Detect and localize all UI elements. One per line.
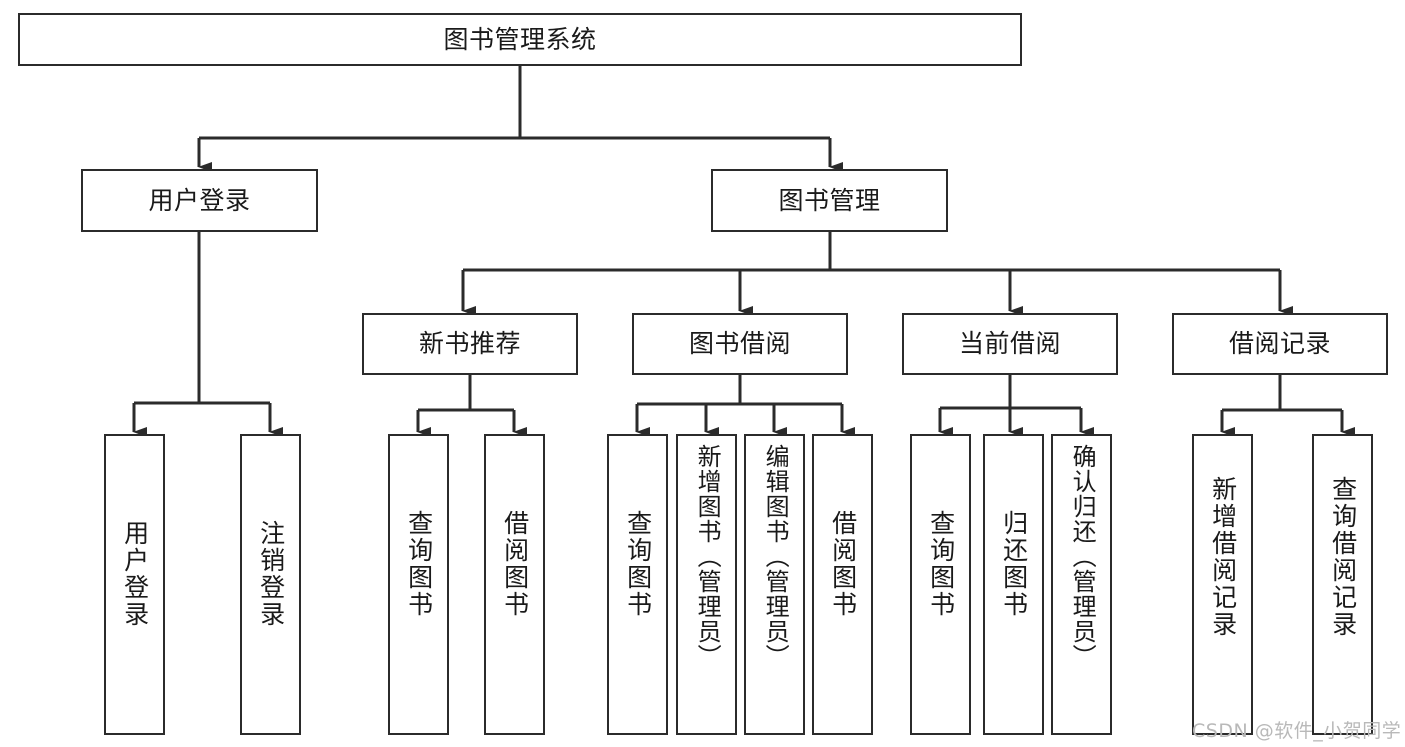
node-leaf-borrow-book-1[interactable]: 借阅图书 — [484, 434, 545, 735]
node-leaf-query-book-2[interactable]: 查询图书 — [607, 434, 668, 735]
node-leaf-borrow-book-1-label: 借阅图书 — [500, 510, 530, 618]
edge-new-book-recommend-to-leaves — [416, 375, 527, 437]
node-leaf-query-record[interactable]: 查询借阅记录 — [1312, 434, 1373, 735]
node-book-management-label: 图书管理 — [778, 185, 881, 215]
node-leaf-borrow-book-2-label: 借阅图书 — [828, 510, 858, 618]
node-user-login-label: 用户登录 — [148, 185, 251, 215]
node-root-label: 图书管理系统 — [443, 24, 597, 54]
node-leaf-user-logout-label: 注销登录 — [256, 520, 286, 628]
node-leaf-user-logout[interactable]: 注销登录 — [240, 434, 301, 735]
node-book-borrow-label: 图书借阅 — [688, 329, 791, 359]
node-leaf-user-login-label: 用户登录 — [120, 520, 150, 628]
node-book-borrow[interactable]: 图书借阅 — [632, 313, 848, 375]
node-borrow-record-label: 借阅记录 — [1228, 329, 1331, 359]
node-root[interactable]: 图书管理系统 — [18, 13, 1022, 66]
node-user-login[interactable]: 用户登录 — [81, 169, 318, 232]
node-leaf-query-book-2-label: 查询图书 — [623, 510, 653, 618]
node-leaf-confirm-return-label: 确认归还（管理员） — [1068, 444, 1097, 669]
node-new-book-recommend[interactable]: 新书推荐 — [362, 313, 578, 375]
node-leaf-edit-book-label: 编辑图书（管理员） — [761, 444, 790, 669]
edge-current-borrow-to-leaves — [938, 375, 1094, 437]
node-leaf-borrow-book-2[interactable]: 借阅图书 — [812, 434, 873, 735]
node-leaf-add-record-label: 新增借阅记录 — [1208, 476, 1238, 638]
edge-book-borrow-to-leaves — [635, 375, 855, 437]
node-new-book-recommend-label: 新书推荐 — [418, 329, 521, 359]
node-current-borrow[interactable]: 当前借阅 — [902, 313, 1118, 375]
node-current-borrow-label: 当前借阅 — [958, 329, 1061, 359]
edge-book-management-to-level3 — [461, 232, 1293, 316]
node-leaf-edit-book[interactable]: 编辑图书（管理员） — [744, 434, 805, 735]
node-leaf-add-book[interactable]: 新增图书（管理员） — [676, 434, 737, 735]
edge-borrow-record-to-leaves — [1220, 375, 1355, 437]
node-leaf-return-book-label: 归还图书 — [999, 510, 1029, 618]
node-borrow-record[interactable]: 借阅记录 — [1172, 313, 1388, 375]
node-leaf-query-record-label: 查询借阅记录 — [1328, 476, 1358, 638]
node-leaf-add-book-label: 新增图书（管理员） — [693, 444, 722, 669]
watermark: CSDN @软件_小贺同学 — [1192, 720, 1402, 742]
node-book-management[interactable]: 图书管理 — [711, 169, 948, 232]
edge-root-to-level2 — [197, 66, 843, 172]
node-leaf-query-book-3-label: 查询图书 — [926, 510, 956, 618]
node-leaf-add-record[interactable]: 新增借阅记录 — [1192, 434, 1253, 735]
node-leaf-user-login[interactable]: 用户登录 — [104, 434, 165, 735]
node-leaf-query-book-1[interactable]: 查询图书 — [388, 434, 449, 735]
node-leaf-query-book-1-label: 查询图书 — [404, 510, 434, 618]
node-leaf-query-book-3[interactable]: 查询图书 — [910, 434, 971, 735]
node-leaf-confirm-return[interactable]: 确认归还（管理员） — [1051, 434, 1112, 735]
edge-user-login-to-leaves — [132, 232, 283, 437]
node-leaf-return-book[interactable]: 归还图书 — [983, 434, 1044, 735]
